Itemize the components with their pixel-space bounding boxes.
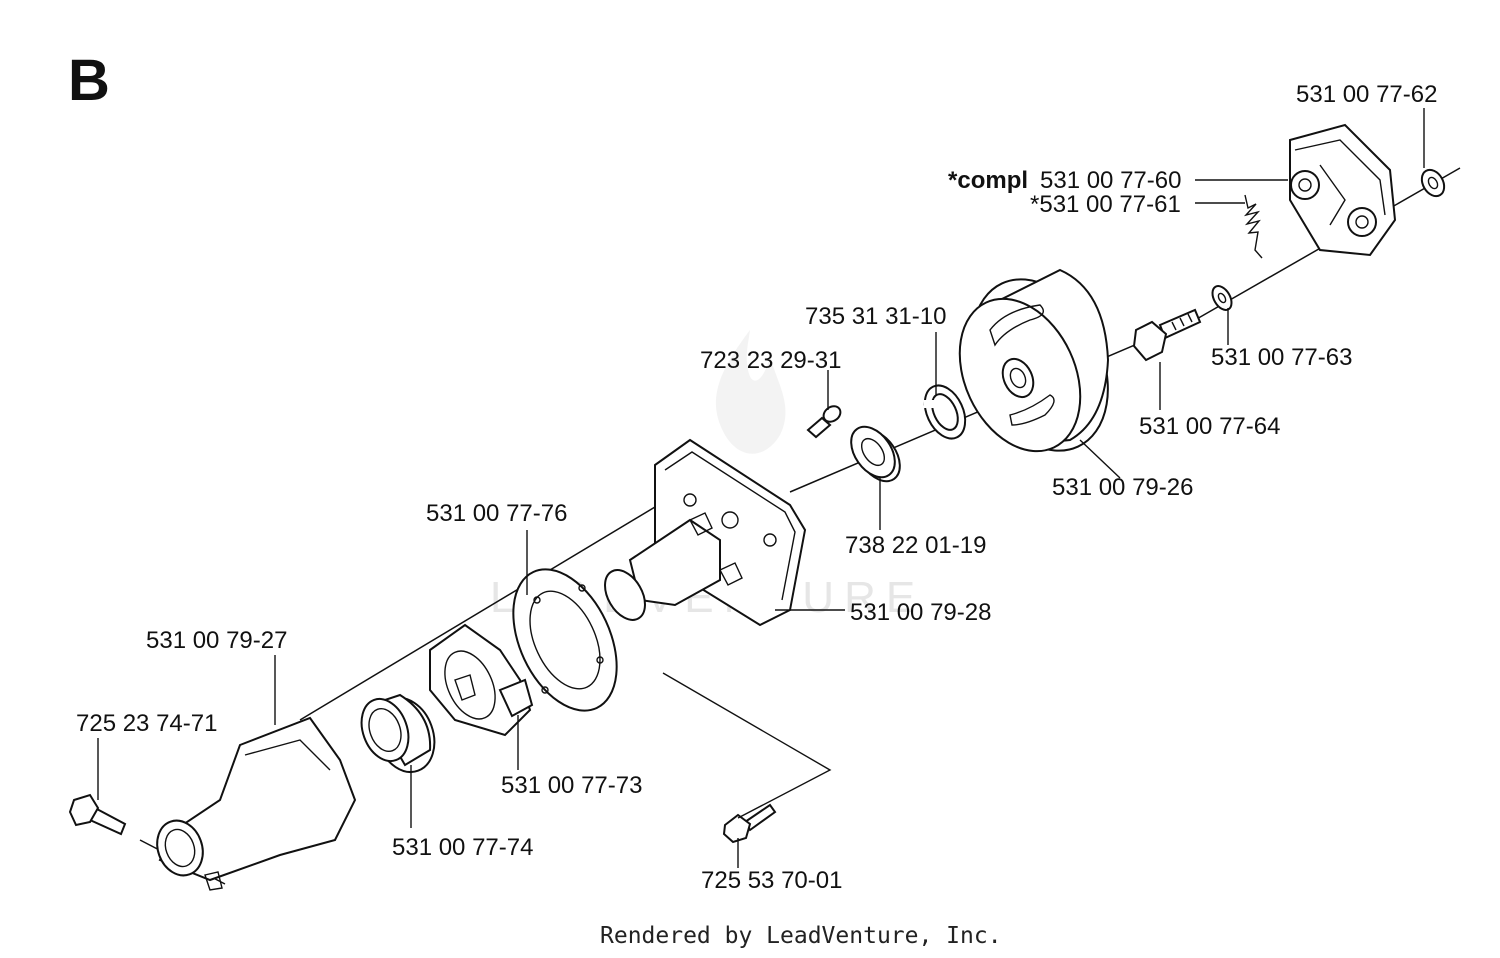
snap-ring[interactable]: [917, 379, 973, 445]
screw-725-53-70-01[interactable]: [722, 803, 777, 844]
callout-531-00-79-27[interactable]: 531 00 79-27: [146, 627, 287, 654]
callout-531-00-77-74[interactable]: 531 00 77-74: [392, 834, 533, 861]
callout-531-00-79-28[interactable]: 531 00 79-28: [850, 599, 991, 626]
callout-compl-prefix: *compl: [948, 167, 1028, 194]
callout-723-23-29-31[interactable]: 723 23 29-31: [700, 347, 841, 374]
bushing[interactable]: [353, 690, 444, 781]
callout-531-00-77-64[interactable]: 531 00 77-64: [1139, 413, 1280, 440]
callout-531-00-77-63[interactable]: 531 00 77-63: [1211, 344, 1352, 371]
washer-77-63[interactable]: [1209, 283, 1236, 314]
watermark-flame-icon: [715, 330, 786, 454]
callout-531-00-77-73[interactable]: 531 00 77-73: [501, 772, 642, 799]
clutch-shoe-assembly[interactable]: [1289, 123, 1397, 257]
callout-531-00-77-76[interactable]: 531 00 77-76: [426, 500, 567, 527]
callout-725-23-74-71[interactable]: 725 23 74-71: [76, 710, 217, 737]
drive-housing[interactable]: [150, 716, 357, 891]
callout-531-00-79-26[interactable]: 531 00 79-26: [1052, 474, 1193, 501]
coupling[interactable]: [429, 623, 534, 737]
section-letter: B: [68, 48, 110, 113]
clutch-spring[interactable]: [1243, 194, 1263, 259]
callout-531-00-77-62[interactable]: 531 00 77-62: [1296, 81, 1437, 108]
shoulder-bolt-77-64[interactable]: [1132, 308, 1202, 362]
gasket-ring[interactable]: [493, 553, 638, 727]
clutch-drum[interactable]: [936, 257, 1134, 473]
render-credit: Rendered by LeadVenture, Inc.: [600, 923, 1002, 949]
screw-725-23-74-71[interactable]: [68, 793, 127, 836]
washer-77-62[interactable]: [1417, 166, 1448, 200]
leader-lines: [97, 108, 1425, 868]
callout-738-22-01-19[interactable]: 738 22 01-19: [845, 532, 986, 559]
callout-531-00-77-60[interactable]: 531 00 77-60: [1040, 167, 1181, 194]
callout-531-00-77-61[interactable]: *531 00 77-61: [1030, 191, 1181, 218]
callout-735-31-31-10[interactable]: 735 31 31-10: [805, 303, 946, 330]
callout-725-53-70-01[interactable]: 725 53 70-01: [701, 867, 842, 894]
screw-723-23-29-31[interactable]: [806, 403, 843, 439]
ball-bearing[interactable]: [842, 419, 909, 490]
clutch-housing[interactable]: [597, 438, 807, 627]
